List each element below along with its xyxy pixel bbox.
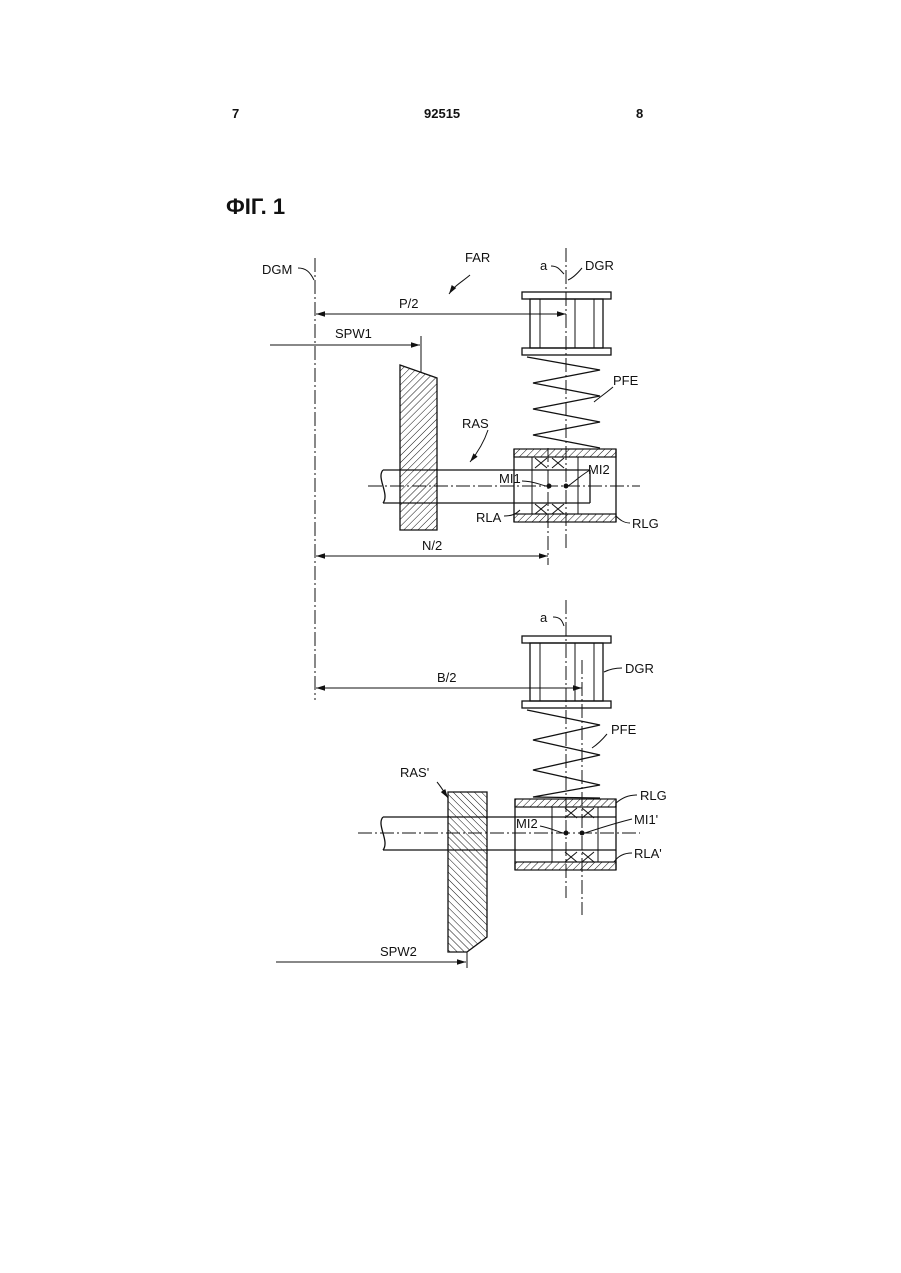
label-mi2-bottom: MI2 [516,816,538,831]
label-n-half: N/2 [422,538,442,553]
ras-prime-wheel [448,792,487,952]
mi1-prime-point [580,831,585,836]
label-pfe-bottom: PFE [611,722,637,737]
label-mi1-prime: MI1' [634,812,658,827]
label-rlg-top: RLG [632,516,659,531]
label-ras-prime: RAS' [400,765,429,780]
label-rlg-bottom: RLG [640,788,667,803]
label-far: FAR [465,250,490,265]
label-mi2-top: MI2 [588,462,610,477]
pfe-spring-bottom [527,710,600,798]
far-arrow [449,275,470,294]
label-a-top: a [540,258,548,273]
label-spw2: SPW2 [380,944,417,959]
label-p-half: P/2 [399,296,419,311]
mi2-point-bottom [564,831,569,836]
label-b-half: B/2 [437,670,457,685]
pfe-spring-top [527,357,600,448]
label-dgm: DGM [262,262,292,277]
mi2-point-top [564,484,569,489]
label-dgr-top: DGR [585,258,614,273]
label-spw1: SPW1 [335,326,372,341]
label-rla: RLA [476,510,502,525]
mi1-point [547,484,552,489]
ras-wheel [400,365,437,530]
label-a-bottom: a [540,610,548,625]
label-dgr-bottom: DGR [625,661,654,676]
label-ras: RAS [462,416,489,431]
label-pfe-top: PFE [613,373,639,388]
label-mi1: MI1 [499,471,521,486]
label-rla-prime: RLA' [634,846,662,861]
